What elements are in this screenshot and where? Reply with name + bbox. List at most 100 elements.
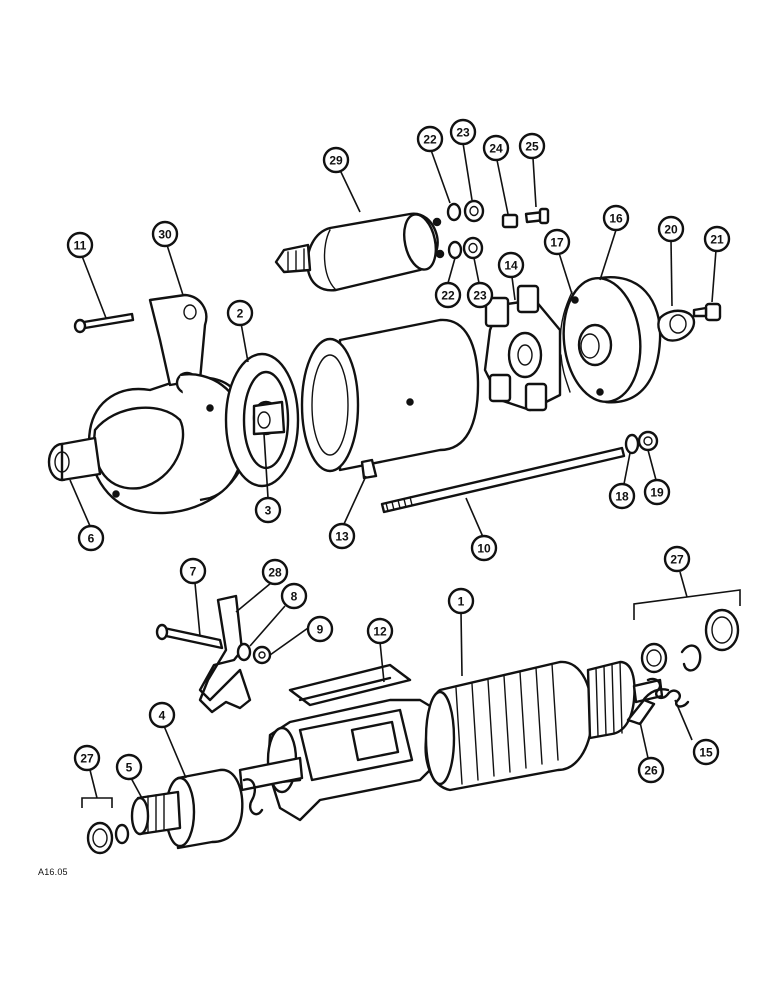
callout-number: 17	[550, 236, 564, 250]
leader-lines	[69, 142, 717, 801]
callout-number: 23	[473, 289, 487, 303]
callout-c23b: 23	[466, 281, 494, 309]
intermediate-bearing	[224, 352, 300, 488]
callout-c2: 2	[226, 299, 254, 327]
callout-circle	[497, 251, 525, 279]
callout-circle	[280, 582, 308, 610]
callout-c3: 3	[254, 496, 282, 524]
callout-c17: 17	[543, 228, 571, 256]
callout-c22b: 22	[434, 281, 462, 309]
callout-circle	[151, 220, 179, 248]
solenoid-terminal-hardware	[446, 199, 550, 260]
callout-circle	[254, 496, 282, 524]
callout-circle	[66, 231, 94, 259]
callout-number: 16	[609, 212, 623, 226]
callout-number: 29	[329, 154, 343, 168]
callout-number: 1	[458, 595, 465, 609]
commutator-end-cover	[559, 275, 662, 404]
callout-number: 30	[158, 228, 172, 242]
callout-c4: 4	[148, 701, 176, 729]
callout-circle	[73, 744, 101, 772]
callout-c14: 14	[497, 251, 525, 279]
callout-c6: 6	[77, 524, 105, 552]
callout-number: 22	[441, 289, 455, 303]
callout-number: 6	[88, 532, 95, 546]
callout-circle	[543, 228, 571, 256]
callout-c29: 29	[322, 146, 350, 174]
brush-lead	[626, 688, 670, 726]
callout-circle	[692, 738, 720, 766]
callout-c25: 25	[518, 132, 546, 160]
shift-lever-assembly	[155, 594, 272, 714]
callout-c13: 13	[328, 522, 356, 550]
callout-number: 21	[710, 233, 724, 247]
callout-number: 10	[477, 542, 491, 556]
callout-c1: 1	[447, 587, 475, 615]
callout-number: 27	[80, 752, 94, 766]
callout-number: 11	[74, 239, 87, 253]
callout-number: 24	[489, 142, 503, 156]
callout-circle	[306, 615, 334, 643]
callout-number: 5	[126, 761, 133, 775]
callout-circle	[434, 281, 462, 309]
callout-circle	[466, 281, 494, 309]
yoke-housing	[300, 318, 480, 480]
callout-number: 2	[237, 307, 244, 321]
callout-c23a: 23	[449, 118, 477, 146]
thrust-washers-left	[86, 821, 130, 855]
callout-c28: 28	[261, 558, 289, 586]
callout-c10: 10	[470, 534, 498, 562]
callout-c24: 24	[482, 134, 510, 162]
callout-circle	[447, 587, 475, 615]
callout-circle	[482, 134, 510, 162]
callout-number: 14	[504, 259, 518, 273]
callout-number: 23	[456, 126, 470, 140]
callout-circle	[322, 146, 350, 174]
callout-circle	[226, 299, 254, 327]
callout-number: 27	[670, 553, 684, 567]
callout-circle	[328, 522, 356, 550]
end-cover-screw	[692, 302, 722, 322]
callout-number: 13	[335, 530, 349, 544]
callout-circle	[470, 534, 498, 562]
callout-c7: 7	[179, 557, 207, 585]
callout-number: 15	[699, 746, 713, 760]
callout-c20: 20	[657, 215, 685, 243]
callout-c12: 12	[366, 617, 394, 645]
callout-number: 12	[373, 625, 387, 639]
callout-circle	[518, 132, 546, 160]
bolt-washer	[624, 433, 640, 455]
callout-circle	[416, 125, 444, 153]
callout-circle	[115, 753, 143, 781]
callout-circle	[602, 204, 630, 232]
group-bracket-left	[81, 769, 113, 808]
callout-c30: 30	[151, 220, 179, 248]
callout-c22a: 22	[416, 125, 444, 153]
callout-number: 8	[291, 590, 298, 604]
seal-rings-right	[640, 608, 740, 674]
through-bolt	[380, 446, 626, 514]
callout-c18: 18	[608, 482, 636, 510]
callout-c5: 5	[115, 753, 143, 781]
callout-number: 3	[265, 504, 272, 518]
callout-circle	[657, 215, 685, 243]
callout-circle	[703, 225, 731, 253]
callout-c15: 15	[692, 738, 720, 766]
callout-c8: 8	[280, 582, 308, 610]
callout-circle	[449, 118, 477, 146]
callout-c19: 19	[643, 478, 671, 506]
pinion-clutch	[130, 768, 264, 850]
callout-circle	[643, 478, 671, 506]
callout-c9: 9	[306, 615, 334, 643]
callout-circle	[77, 524, 105, 552]
brush-holder	[483, 284, 562, 412]
callout-number: 7	[190, 565, 197, 579]
callout-number: 18	[615, 490, 629, 504]
callout-circle	[608, 482, 636, 510]
callout-number: 22	[423, 133, 437, 147]
callout-c16: 16	[602, 204, 630, 232]
callout-number: 20	[664, 223, 678, 237]
figure-code: A16.05	[38, 867, 68, 877]
armature	[238, 660, 664, 792]
